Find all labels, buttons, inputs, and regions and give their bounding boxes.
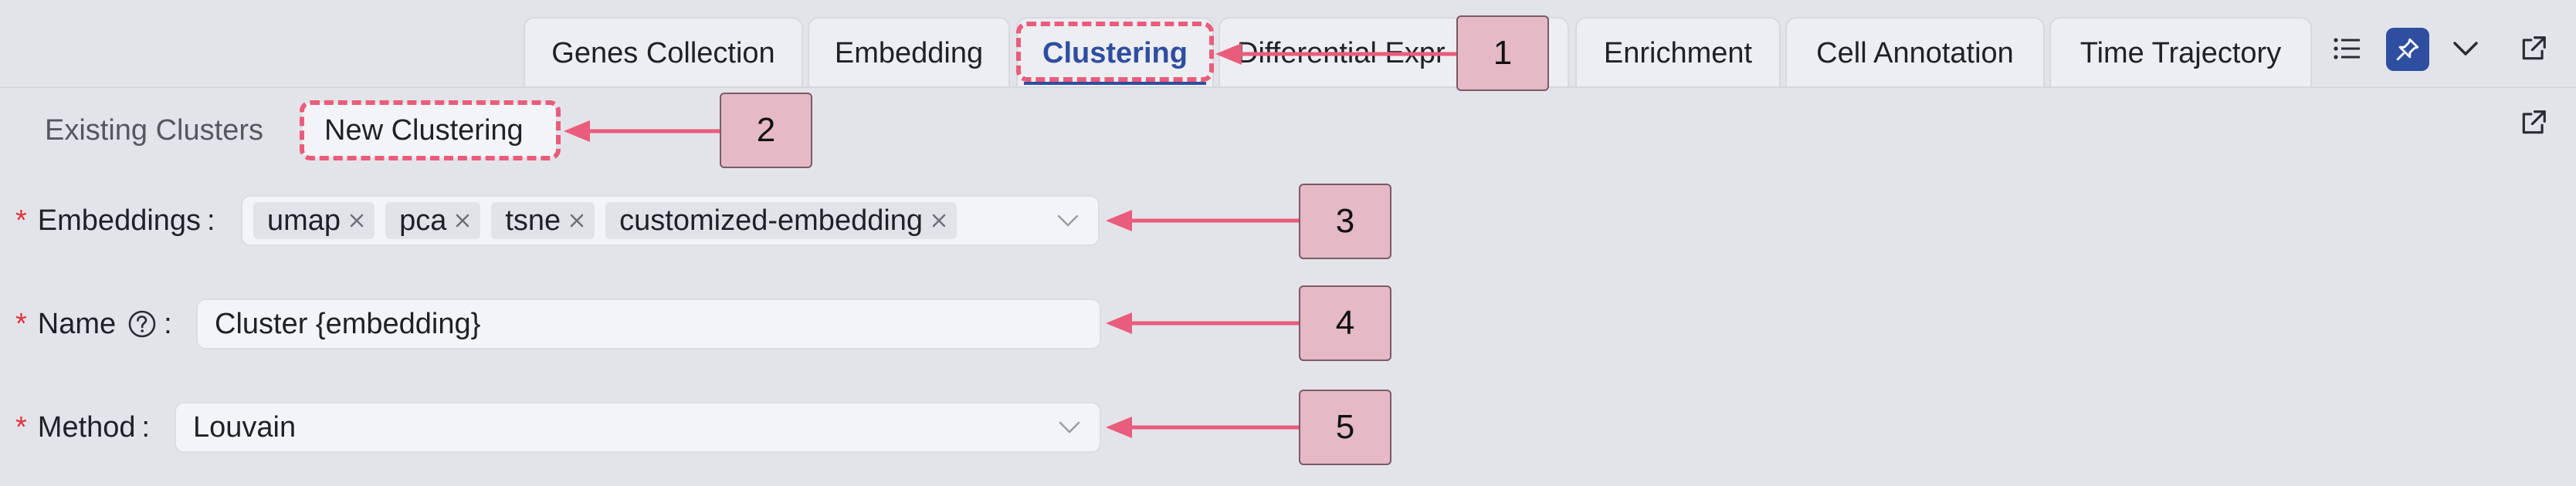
subtab-new-clustering[interactable]: New Clustering <box>303 103 556 157</box>
callout-1: 1 <box>1456 15 1549 91</box>
callout-5: 5 <box>1299 390 1391 465</box>
subtab-existing-clusters[interactable]: Existing Clusters <box>45 113 263 147</box>
panel-external-link-icon[interactable] <box>2514 103 2553 142</box>
embedding-tag: umap <box>253 202 375 239</box>
tab-time-trajectory[interactable]: Time Trajectory <box>2049 17 2312 88</box>
chevron-down-icon[interactable] <box>2446 29 2485 68</box>
tab-embedding[interactable]: Embedding <box>808 17 1010 88</box>
method-select[interactable]: Louvain <box>175 402 1101 453</box>
tab-cell-annotation[interactable]: Cell Annotation <box>1785 17 2045 88</box>
embedding-tag: customized-embedding <box>605 202 958 239</box>
tab-enrichment[interactable]: Enrichment <box>1575 17 1781 88</box>
close-icon[interactable] <box>930 212 947 229</box>
arrow-5 <box>1106 417 1299 438</box>
embedding-tag: pca <box>385 202 481 239</box>
chevron-down-icon <box>1055 413 1084 442</box>
method-label: * Method : <box>15 410 151 444</box>
name-input[interactable]: Cluster {embedding} <box>196 299 1101 349</box>
tab-genes-collection[interactable]: Genes Collection <box>524 17 803 88</box>
callout-4: 4 <box>1299 285 1391 361</box>
arrow-4 <box>1106 312 1299 334</box>
chevron-down-icon[interactable] <box>1053 206 1083 235</box>
arrow-1 <box>1215 43 1458 65</box>
external-link-icon[interactable] <box>2514 29 2553 68</box>
callout-2: 2 <box>720 93 812 168</box>
close-icon[interactable] <box>454 212 471 229</box>
question-circle-icon[interactable] <box>127 309 158 339</box>
arrow-3 <box>1106 210 1299 231</box>
tab-clustering[interactable]: Clustering <box>1016 17 1214 88</box>
list-icon[interactable] <box>2327 29 2366 68</box>
embedding-tag: tsne <box>491 202 595 239</box>
close-icon[interactable] <box>568 212 585 229</box>
pin-icon[interactable] <box>2386 28 2429 71</box>
name-label: * Name : <box>15 307 172 340</box>
callout-3: 3 <box>1299 184 1391 259</box>
arrow-2 <box>564 120 721 142</box>
embeddings-label: * Embeddings : <box>15 204 215 237</box>
embeddings-multiselect[interactable]: umap pca tsne customized-embedding <box>241 195 1100 246</box>
close-icon[interactable] <box>348 212 365 229</box>
top-tab-bar: Genes Collection Embedding Clustering Di… <box>0 0 2576 100</box>
